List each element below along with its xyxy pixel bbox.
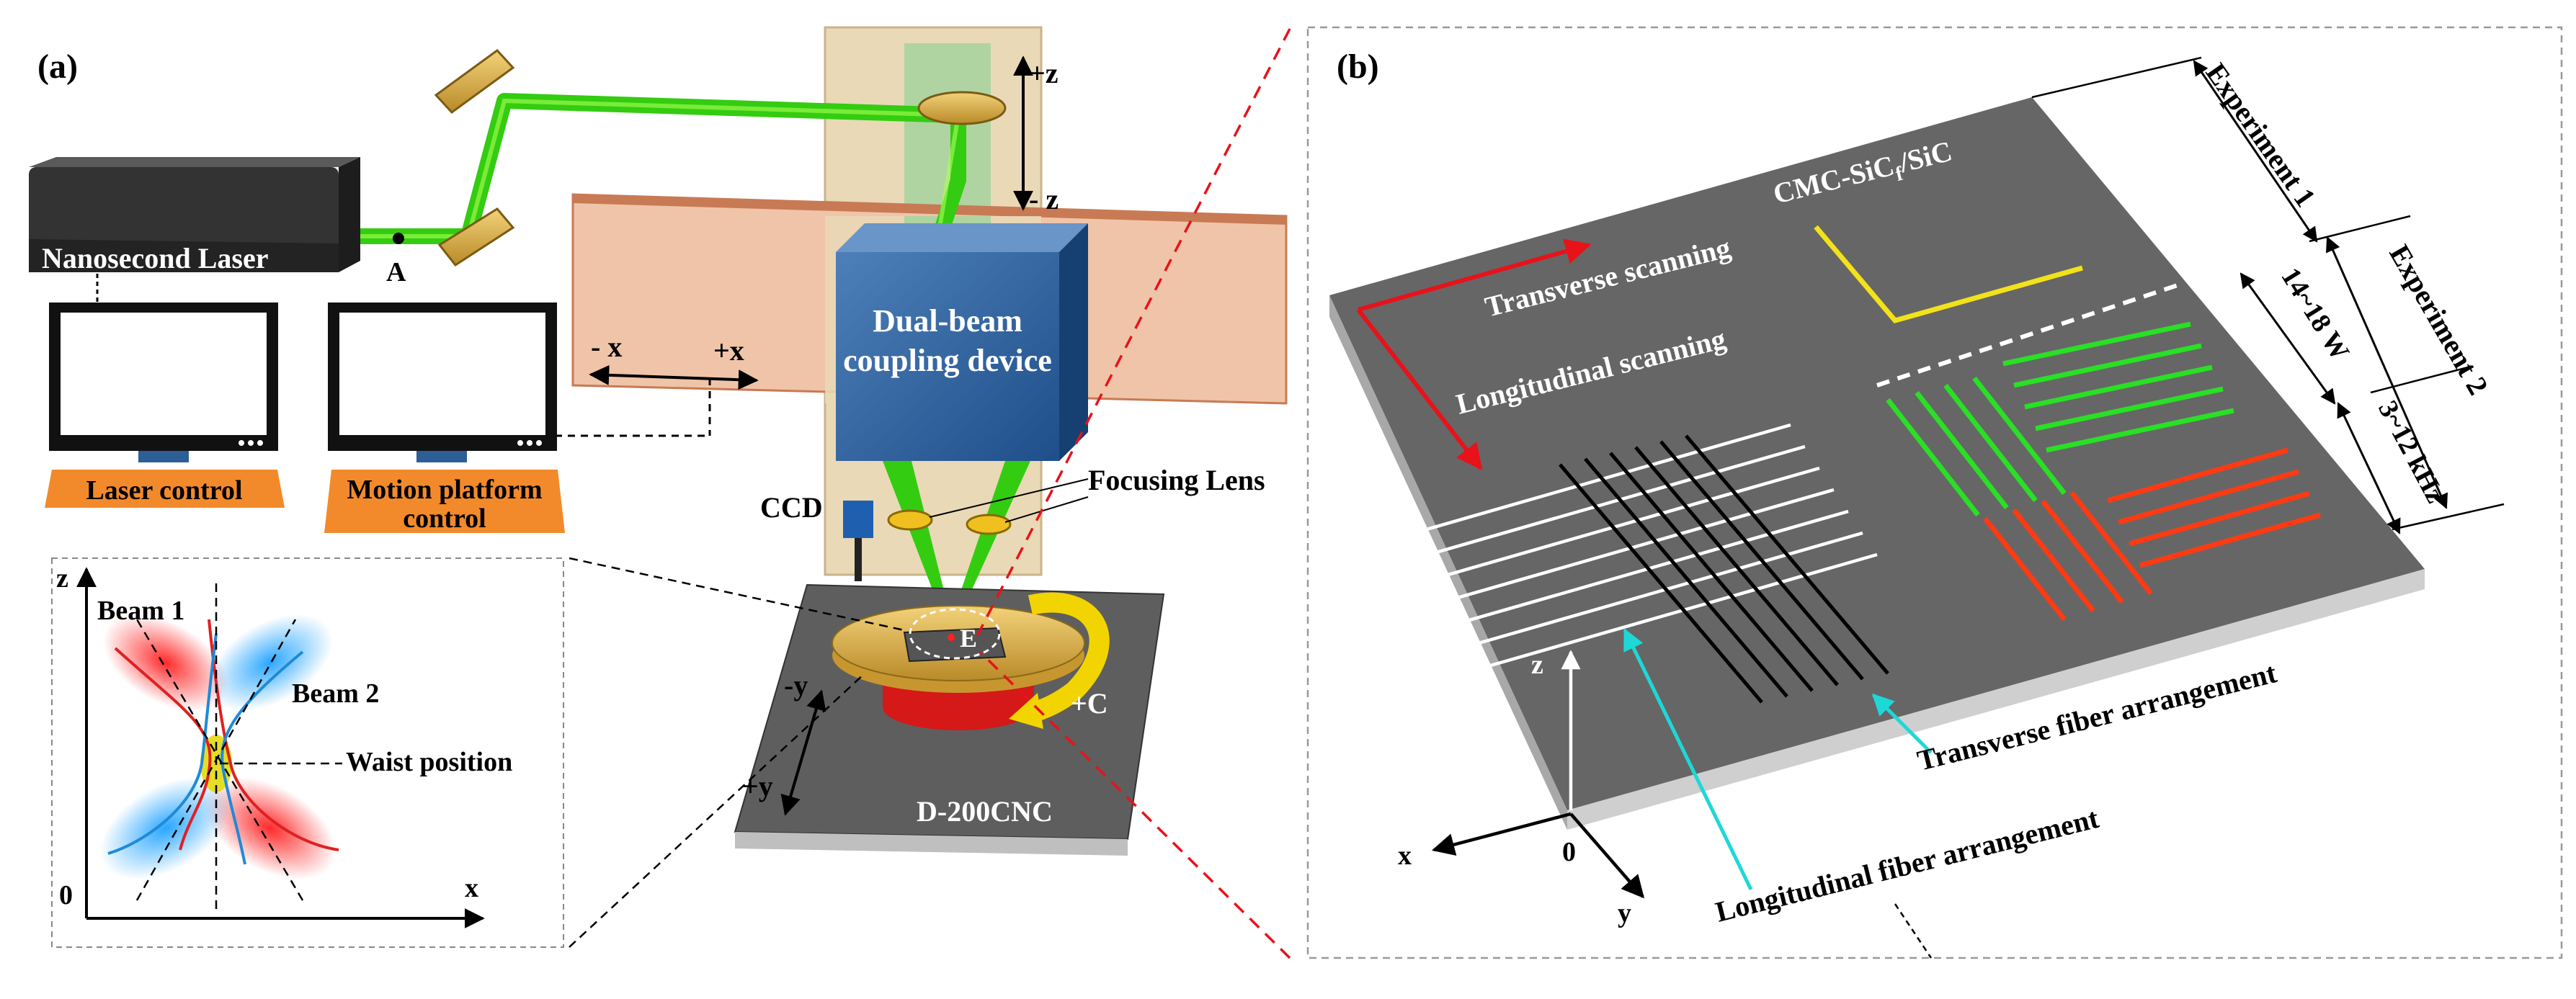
laser-top [29,157,360,167]
point-a-dot [393,233,404,244]
transverse-fiber-pointer [1871,693,1933,754]
waist-label: Waist position [346,747,512,777]
exp-ext-line-1 [2031,56,2202,99]
ccd-mount [855,538,862,581]
plus-c-label: +C [1071,687,1108,720]
rotation-arrow-head [1009,693,1043,729]
axis-z-label: z [1531,650,1543,680]
red-longitudinal-lines [1983,490,2153,622]
monitor-laser [49,303,278,462]
inset-axis-beam2 [135,619,304,901]
axis-y-label: y [1618,898,1631,928]
transverse-scan-arrow [1358,238,1592,312]
y-axis-arrow [780,689,826,816]
cnc-stage-front [735,832,1128,856]
monitor-motion [328,303,557,462]
workpiece [903,627,1007,663]
longitudinal-fiber-pointer [1623,628,1753,891]
stage-name-label: D-200CNC [917,795,1053,828]
ccd-camera [843,501,873,538]
experiment-divider [1876,282,2180,387]
x-rail-top [573,194,1286,225]
panel-a-label: (a) [37,48,78,86]
coupling-side [1059,223,1088,461]
ccd-label: CCD [760,491,823,524]
experiment1-dim [2193,60,2318,243]
mirror-upper [434,48,515,115]
composite-plate-front [1567,569,2425,830]
exp-ext-line-4 [2392,503,2505,531]
minus-z-label: - z [1029,183,1059,215]
inset-connector-bottom [569,673,865,948]
lens-leader-2 [1004,496,1089,523]
zoom-connector-top [975,28,1291,638]
axis-x-arrow [1431,812,1572,856]
beam-right [951,461,1030,619]
plus-z-label: +z [1029,57,1059,89]
x-axis-arrow [589,364,759,390]
longitudinal-scan-arrow [1356,308,1483,470]
axis-origin: 0 [1562,837,1576,867]
coupling-line1: Dual-beam [873,303,1022,339]
inset-origin: 0 [59,880,73,910]
focusing-lens-left [887,509,933,531]
beam1-label: Beam 1 [97,596,184,626]
inset-x-label: x [465,873,478,903]
point-e-label: E [960,624,977,653]
motion-control-line1: Motion platform [347,475,542,505]
longitudinal-fiber-leader [1894,903,1933,959]
panel-a: (a) A +z - z - x +x [29,26,1288,948]
plus-y-label: +y [742,770,773,802]
minus-x-label: - x [591,331,622,363]
point-e-dot [948,634,955,641]
laser-front-band [29,239,339,272]
panel-b: (b) CMC-SiCf/SiC Transverse scanning Lon… [1306,26,2563,959]
panel-b-label: (b) [1337,48,1379,86]
zoom-connector-bottom [979,650,1291,959]
focus-circle [909,608,1001,660]
laser-control-label: Laser control [86,475,242,506]
composite-plate-left [1329,295,1567,830]
laser-beam-highlight [339,98,961,246]
lens-leader-1 [929,478,1089,518]
axis-y-arrow [1569,812,1645,899]
plus-x-label: +x [713,334,744,367]
laser-label: Nanosecond Laser [42,242,268,274]
coupling-line2: coupling device [843,343,1052,378]
green-transverse-lines [2002,321,2234,453]
beam-left [883,461,951,619]
point-a-label: A [386,257,406,287]
mirror-top-right [917,91,1007,125]
green-longitudinal-lines [1886,376,2067,517]
experiment2-dim [2326,236,2448,509]
power-dim [2239,272,2336,405]
focusing-lens-label: Focusing Lens [1088,464,1265,496]
coupling-top [836,223,1088,252]
laser-control-panel [45,470,285,508]
experiment1-scan-path [1814,225,2083,323]
coupling-device [836,252,1059,461]
freq-dim [2337,402,2401,534]
focusing-lens-right [966,514,1012,535]
laser-side [339,157,360,272]
beam2-label: Beam 2 [292,678,379,709]
rotation-arrow [1028,592,1110,723]
motion-control-line2: control [403,503,486,534]
minus-y-label: -y [784,669,808,702]
mirror-lower [437,207,515,267]
axis-x-label: x [1398,841,1412,871]
black-fiber-lines [1559,434,1889,704]
inset-z-label: z [56,563,68,593]
red-transverse-lines [2107,447,2321,568]
motion-control-panel [324,470,565,533]
